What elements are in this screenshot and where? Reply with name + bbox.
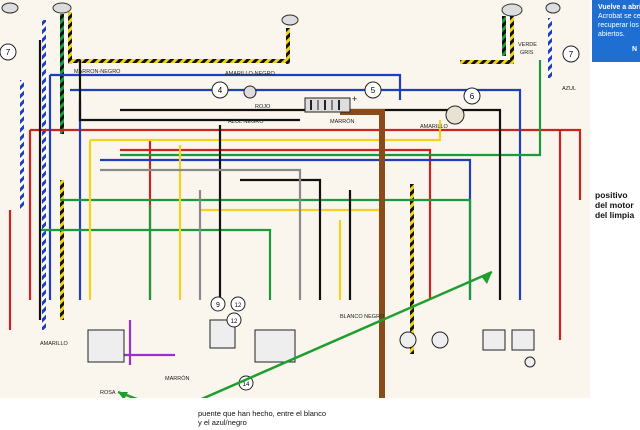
wire-red xyxy=(28,128,582,340)
svg-text:14: 14 xyxy=(243,382,250,388)
wire-black xyxy=(38,40,502,320)
popup-link[interactable]: N xyxy=(631,46,637,53)
side-annotation: positivo del motor del limpia xyxy=(595,190,635,220)
lamp-top-left xyxy=(1,2,19,14)
acrobat-notification[interactable]: Vuelve a abrir Acrobat se cerró recupera… xyxy=(592,0,640,62)
svg-text:7: 7 xyxy=(6,48,11,57)
badge-6: 6 xyxy=(463,87,481,105)
wire-green-2 xyxy=(40,205,272,300)
label-amarillo-negro: AMARILLO-NEGRO xyxy=(225,71,276,77)
badge-14: 14 xyxy=(238,375,254,391)
component-6-lamp xyxy=(445,105,465,125)
bottom-annotation-line-2: y el azul/negro xyxy=(198,418,247,427)
badge-4: 4 xyxy=(211,81,229,99)
popup-line-1: Acrobat se cerró xyxy=(598,13,640,20)
badge-12-a: 12 xyxy=(230,296,246,312)
label-blanco-negro: BLANCO NEGRO xyxy=(340,314,385,320)
svg-text:7: 7 xyxy=(569,50,574,59)
svg-text:9: 9 xyxy=(216,302,220,309)
bottom-annotation-line-1: puente que han hecho, entre el blanco xyxy=(198,409,327,418)
svg-text:5: 5 xyxy=(371,86,376,95)
badge-12-b: 12 xyxy=(226,312,242,328)
svg-text:+: + xyxy=(352,94,357,104)
component-12 xyxy=(254,329,296,363)
svg-text:6: 6 xyxy=(470,92,475,101)
label-azul: AZUL xyxy=(562,86,576,92)
popup-title: Vuelve a abrir xyxy=(598,4,640,11)
badge-9: 9 xyxy=(210,296,226,312)
wire-grey xyxy=(100,168,302,300)
lamp-top-center xyxy=(281,14,299,26)
badge-7-left: 7 xyxy=(0,43,17,61)
lamp-top-left-2 xyxy=(52,2,72,14)
bottom-annotation: puente que han hecho, entre el blanco y … xyxy=(198,409,378,427)
lamp-top-right xyxy=(501,3,523,17)
badge-7-right: 7 xyxy=(562,45,580,63)
battery: + xyxy=(304,94,357,113)
svg-text:4: 4 xyxy=(218,86,223,95)
label-marron-blanco: MARRÓN xyxy=(165,375,189,382)
wire-blue-white xyxy=(20,18,552,330)
wiring-diagram-svg: + 7 7 4 5 6 xyxy=(0,2,582,414)
popup-line-2: recuperar los do xyxy=(598,22,640,29)
wire-green xyxy=(60,60,542,300)
svg-text:12: 12 xyxy=(235,303,242,309)
label-amarillo: AMARILLO xyxy=(420,124,449,130)
wire-red-2 xyxy=(8,148,432,330)
wiring-diagram: + 7 7 4 5 6 xyxy=(0,0,590,414)
wire-black-2 xyxy=(218,125,352,300)
popup-line-3: abiertos. xyxy=(598,31,625,38)
component-right-box xyxy=(482,329,536,368)
label-rosa: ROSA xyxy=(100,390,116,396)
fuse-box xyxy=(87,329,125,363)
label-amarillo-left: AMARILLO xyxy=(40,341,69,347)
label-marron-negro: MARRON-NEGRO xyxy=(74,69,121,75)
wire-brown-main xyxy=(340,109,385,398)
label-azul-negro: AZUL NEGRO xyxy=(228,119,264,125)
label-gris: GRIS xyxy=(520,50,534,56)
svg-text:12: 12 xyxy=(231,319,238,325)
label-rojo: ROJO xyxy=(255,104,271,110)
component-switch-center xyxy=(399,331,449,349)
component-horn xyxy=(243,85,257,99)
lamp-top-right-2 xyxy=(545,2,561,14)
label-verde: VERDE xyxy=(518,42,537,48)
label-marron: MARRÓN xyxy=(330,118,354,125)
badge-5: 5 xyxy=(364,81,382,99)
wire-yellow-2 xyxy=(200,208,382,300)
wire-yellow-black xyxy=(60,12,514,354)
